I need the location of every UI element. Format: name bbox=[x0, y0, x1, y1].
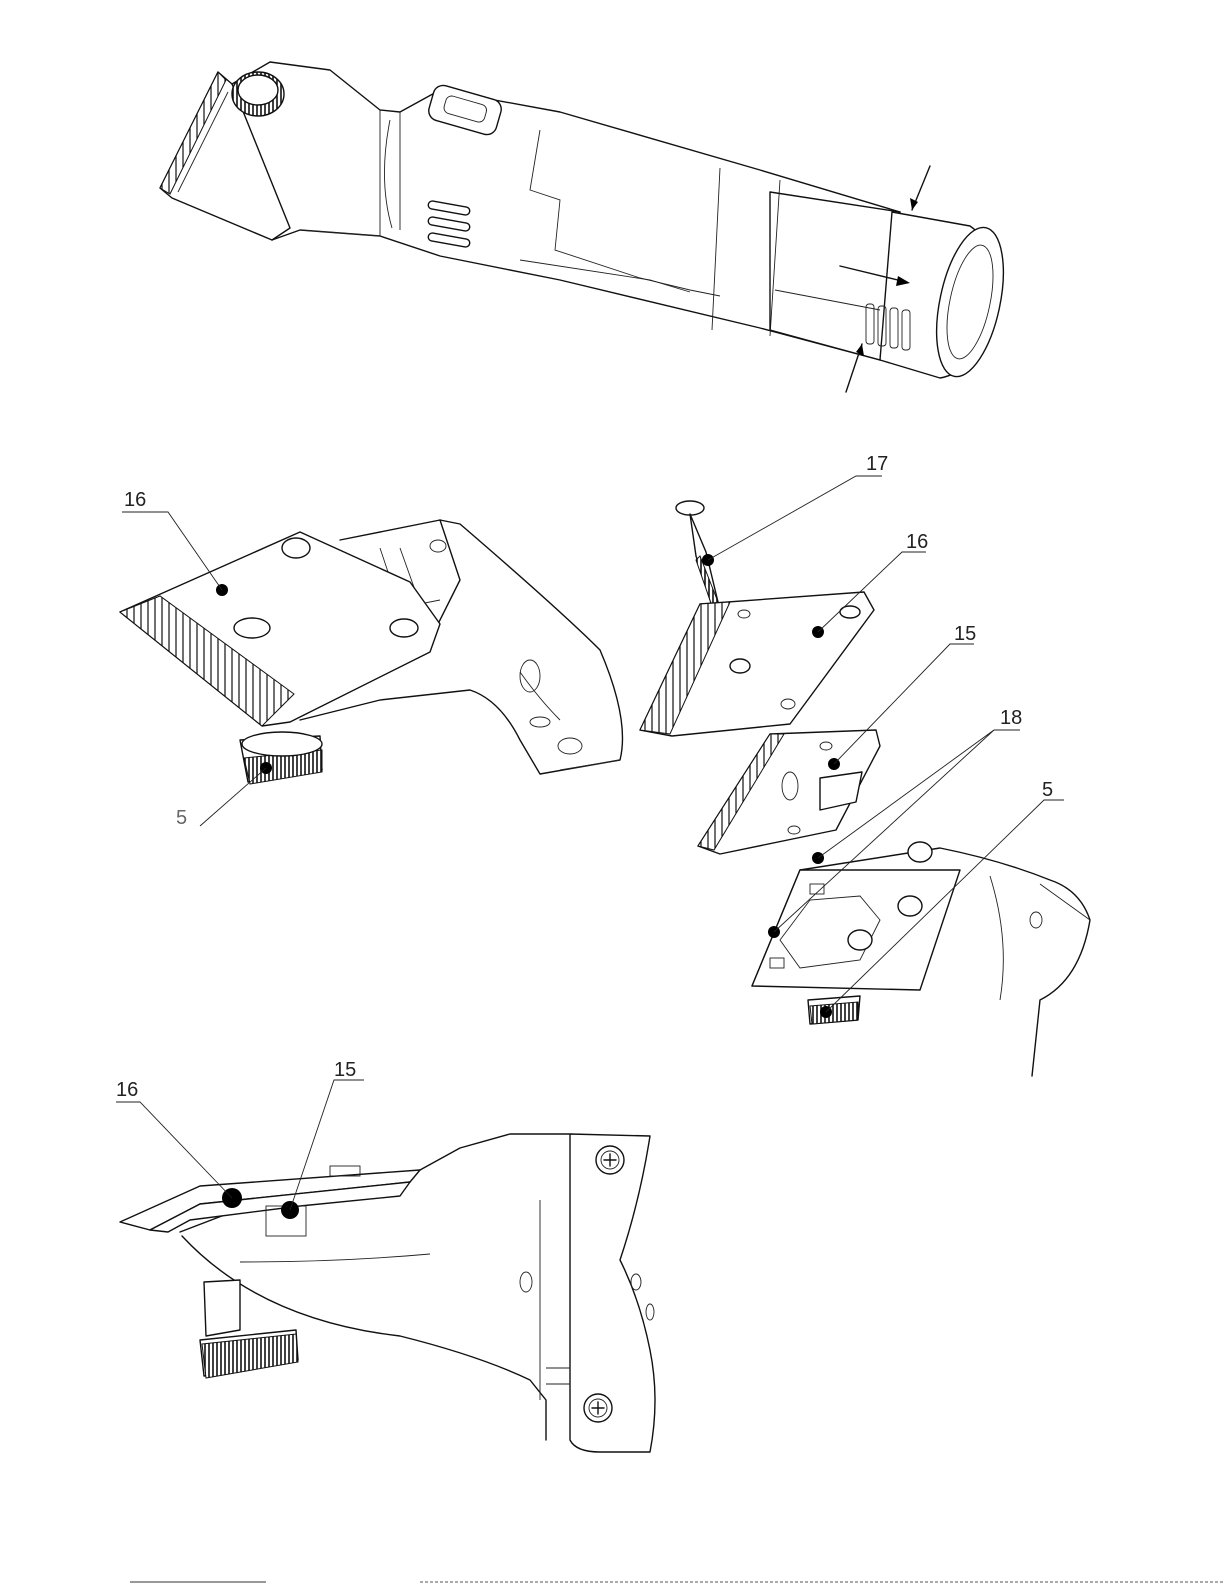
label-blade-top: 16 bbox=[116, 1079, 138, 1101]
housing-screw bbox=[596, 1146, 624, 1174]
label-blade-top: 16 bbox=[124, 489, 146, 511]
housing-screw bbox=[584, 1394, 612, 1422]
screw bbox=[676, 501, 718, 606]
label-blade-cutter: 15 bbox=[954, 623, 976, 645]
side-view: 16 15 bbox=[116, 1059, 655, 1452]
blade-teeth bbox=[160, 72, 226, 194]
exploded-view: 17 16 15 18 5 bbox=[640, 453, 1090, 1076]
label-blade-cutter: 15 bbox=[334, 1059, 356, 1081]
label-knob: 5 bbox=[176, 807, 187, 829]
clipper-full-view bbox=[160, 62, 1015, 392]
head-assembled-view: 16 5 bbox=[120, 489, 623, 829]
vent-slots bbox=[428, 200, 471, 247]
label-knob: 5 bbox=[1042, 779, 1053, 801]
label-screw: 17 bbox=[866, 453, 888, 475]
label-pins: 18 bbox=[1000, 707, 1022, 729]
label-blade-top: 16 bbox=[906, 531, 928, 553]
